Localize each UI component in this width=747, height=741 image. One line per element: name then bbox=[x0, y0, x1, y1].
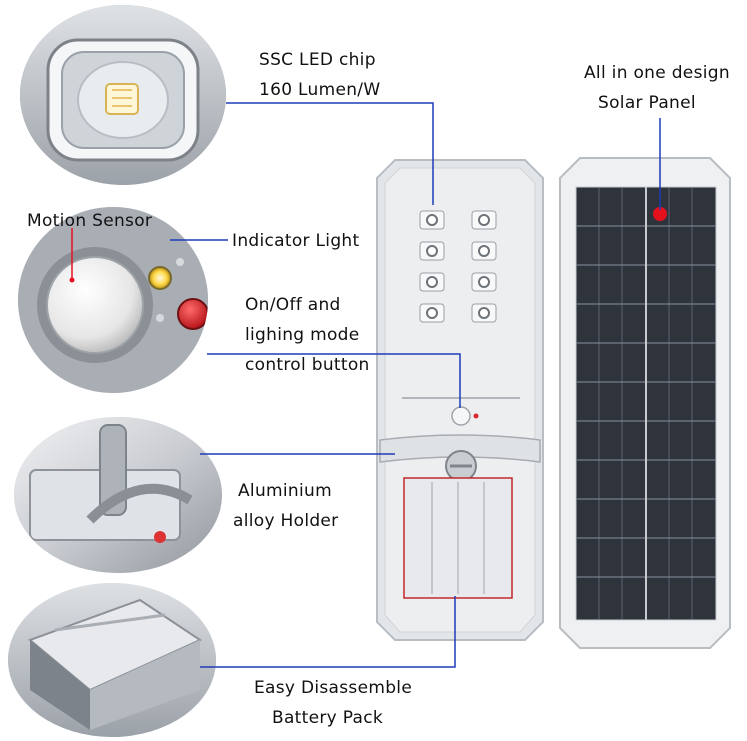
callout-lines bbox=[170, 102, 661, 668]
battery-line-1: Easy Disassemble bbox=[254, 678, 413, 698]
solar-panel bbox=[559, 157, 731, 649]
led-chip-line-2: 160 Lumen/W bbox=[259, 80, 381, 100]
label-led-chip: SSC LED chip 160 Lumen/W bbox=[259, 45, 380, 105]
control-button-line-1: On/Off and bbox=[245, 295, 341, 315]
holder-closeup bbox=[14, 417, 222, 573]
control-button-line-3: control button bbox=[245, 355, 370, 375]
led-chip-array bbox=[419, 210, 497, 323]
led-lens-closeup bbox=[20, 5, 226, 185]
led-chip-line-1: SSC LED chip bbox=[259, 50, 376, 70]
label-holder: Aluminium alloy Holder bbox=[233, 476, 338, 536]
label-motion-sensor: Motion Sensor bbox=[27, 211, 153, 231]
solar-panel-line-2: Solar Panel bbox=[598, 93, 696, 113]
label-battery: Easy Disassemble Battery Pack bbox=[254, 673, 412, 733]
battery-closeup bbox=[8, 583, 216, 737]
control-button-line-2: lighing mode bbox=[245, 325, 360, 345]
motion-sensor-closeup bbox=[18, 207, 208, 393]
solar-panel-marker bbox=[653, 207, 667, 221]
battery-line-2: Battery Pack bbox=[272, 708, 384, 728]
solar-panel-line-1: All in one design bbox=[584, 63, 730, 83]
holder-line-2: alloy Holder bbox=[233, 511, 339, 531]
holder-line-1: Aluminium bbox=[238, 481, 332, 501]
label-control-button: On/Off and lighing mode control button bbox=[245, 290, 370, 380]
label-solar-panel: All in one design Solar Panel bbox=[584, 58, 730, 118]
label-indicator-light: Indicator Light bbox=[232, 231, 360, 251]
